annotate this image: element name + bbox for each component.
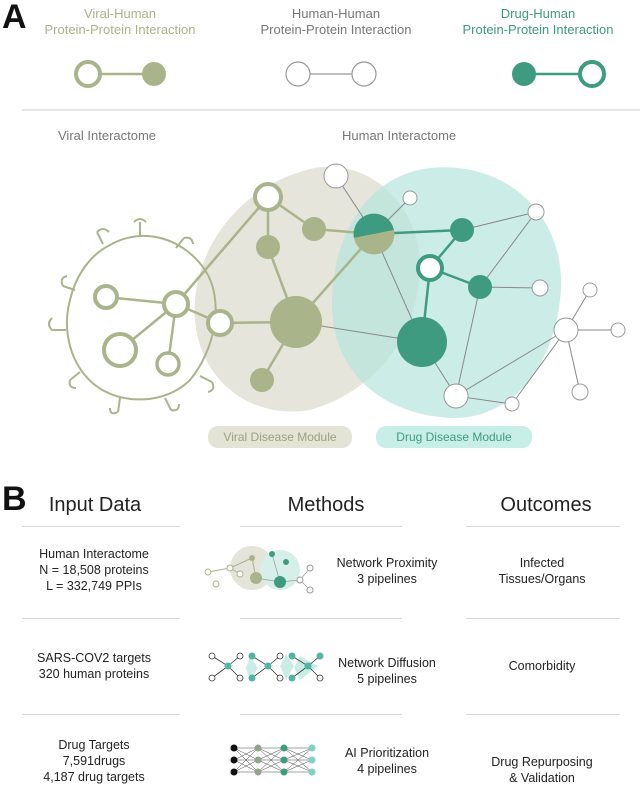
outcome-line: Drug Repurposing	[491, 755, 593, 769]
viral-disease-module-label: Viral Disease Module	[208, 426, 352, 448]
input-cell-drug-targets: Drug Targets 7,591drugs 4,187 drug targe…	[4, 737, 184, 785]
network-diffusion-icon	[208, 652, 324, 682]
legend-human-human-line1: Human-Human	[291, 6, 381, 21]
input-line: Drug Targets	[58, 738, 130, 752]
divider	[240, 618, 402, 619]
input-line: 4,187 drug targets	[43, 770, 145, 784]
method-cell-network-diffusion: Network Diffusion 5 pipelines	[322, 655, 452, 687]
viral-interactome-label: Viral Interactome	[58, 128, 157, 143]
divider	[240, 714, 402, 715]
input-line: Human Interactome	[39, 547, 149, 561]
legend-drug-human-line2: Protein-Protein Interaction	[462, 22, 614, 37]
divider	[240, 526, 402, 527]
outcome-line: Infected	[519, 556, 565, 570]
human-interactome-label: Human Interactome	[342, 128, 457, 143]
legend-viral-human-title: Viral-Human Protein-Protein Interaction	[20, 6, 220, 38]
outcome-cell-infected-tissues: Infected Tissues/Organs	[452, 555, 632, 587]
divider	[466, 618, 620, 619]
divider	[22, 714, 180, 715]
methods-header: Methods	[287, 494, 365, 516]
method-pipelines: 5 pipelines	[357, 672, 417, 686]
panel-b-letter: B	[2, 480, 27, 518]
virus-icon	[48, 218, 217, 415]
input-line: 320 human proteins	[38, 667, 150, 681]
method-cell-ai-prioritization: AI Prioritization 4 pipelines	[322, 745, 452, 777]
method-cell-network-proximity: Network Proximity 3 pipelines	[322, 555, 452, 587]
legend-drug-human-glyph	[512, 60, 606, 88]
legend-human-human-title: Human-Human Protein-Protein Interaction	[236, 6, 436, 38]
legend-viral-human-line2: Protein-Protein Interaction	[44, 22, 196, 37]
input-line: N = 18,508 proteins	[39, 563, 149, 577]
outcome-cell-drug-repurposing: Drug Repurposing & Validation	[452, 754, 632, 786]
legend-drug-human-line1: Drug-Human	[500, 6, 576, 21]
legend-human-human-glyph	[285, 61, 377, 87]
input-data-header: Input Data	[48, 494, 142, 516]
divider	[466, 714, 620, 715]
outcome-cell-comorbidity: Comorbidity	[452, 658, 632, 674]
neural-network-icon	[230, 744, 316, 776]
legend-viral-human-line1: Viral-Human	[83, 6, 156, 21]
method-pipelines: 4 pipelines	[357, 762, 417, 776]
method-name: AI Prioritization	[344, 746, 430, 760]
drug-disease-module-label: Drug Disease Module	[376, 426, 532, 448]
input-line: SARS-COV2 targets	[37, 651, 151, 665]
outcome-line: Tissues/Organs	[498, 572, 586, 586]
outcomes-header: Outcomes	[500, 494, 592, 516]
panel-a-letter: A	[2, 0, 27, 36]
legend-viral-human-glyph	[74, 60, 166, 88]
divider	[466, 526, 620, 527]
input-cell-human-interactome: Human Interactome N = 18,508 proteins L …	[4, 546, 184, 594]
input-line: L = 332,749 PPIs	[46, 579, 142, 593]
divider	[22, 526, 180, 527]
method-pipelines: 3 pipelines	[357, 572, 417, 586]
legend-human-human-line2: Protein-Protein Interaction	[260, 22, 412, 37]
network-proximity-icon	[204, 546, 314, 594]
divider	[22, 618, 180, 619]
input-cell-sars-cov2-targets: SARS-COV2 targets 320 human proteins	[4, 650, 184, 682]
method-name: Network Diffusion	[338, 656, 436, 670]
network-nodes	[93, 163, 626, 412]
method-name: Network Proximity	[336, 556, 438, 570]
panel-a-diagram	[22, 60, 640, 419]
outcome-line: Comorbidity	[508, 659, 576, 673]
outcome-line: & Validation	[509, 771, 575, 785]
legend-drug-human-title: Drug-Human Protein-Protein Interaction	[438, 6, 638, 38]
input-line: 7,591drugs	[62, 754, 126, 768]
